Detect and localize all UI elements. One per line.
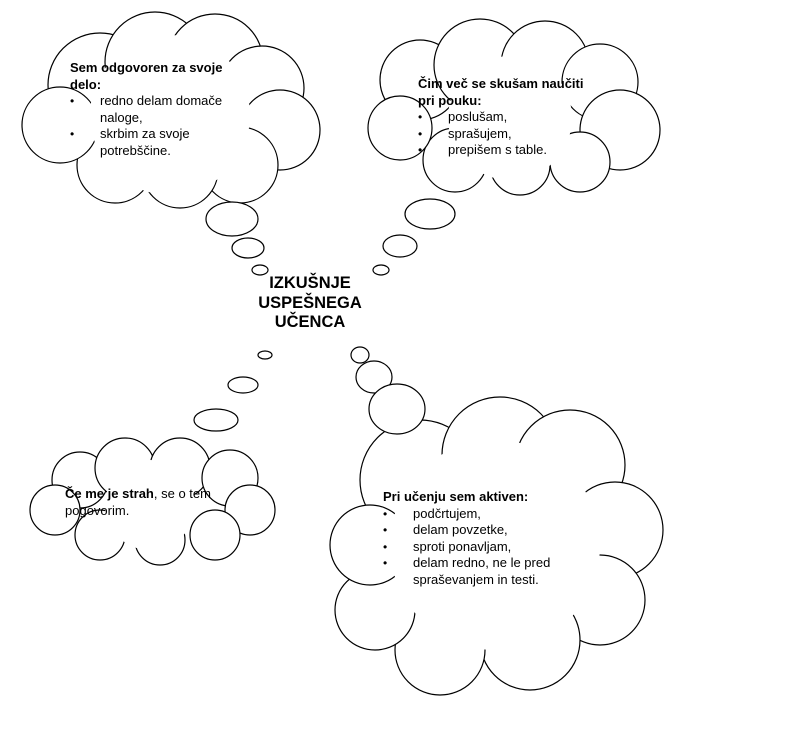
list-item: prepišem s table. bbox=[418, 142, 598, 159]
list-item: sproti ponavljam, bbox=[383, 539, 573, 556]
thought-bubble-trail-bottom-left bbox=[193, 350, 273, 432]
cloud-heading: Sem odgovoren za svoje delo: bbox=[70, 60, 223, 92]
center-title-line: UČENCA bbox=[274, 313, 346, 331]
cloud-top-right-text: Čim več se skušam naučiti pri pouku: pos… bbox=[418, 76, 598, 159]
center-title: IZKUŠNJE USPEŠNEGA UČENCA bbox=[240, 274, 380, 333]
list-item: sprašujem, bbox=[418, 126, 598, 143]
cloud-top-left-text: Sem odgovoren za svoje delo: redno delam… bbox=[70, 60, 235, 159]
cloud-bullet-list: redno delam domače naloge, skrbim za svo… bbox=[70, 93, 235, 159]
thought-bubble-trail-bottom-right bbox=[350, 346, 426, 435]
cloud-bottom-left-text: Če me je strah, se o tem pogovorim. bbox=[65, 486, 250, 519]
thought-bubble-trail-top-right bbox=[372, 198, 456, 276]
cloud-bold-phrase: Če me je strah bbox=[65, 486, 154, 501]
list-item: delam povzetke, bbox=[383, 522, 573, 539]
thought-cloud-bottom-left bbox=[29, 437, 276, 566]
center-title-line: USPEŠNEGA bbox=[258, 293, 362, 312]
cloud-bullet-list: podčrtujem, delam povzetke, sproti ponav… bbox=[383, 506, 573, 589]
list-item: delam redno, ne le pred spraševanjem in … bbox=[383, 555, 573, 588]
list-item: poslušam, bbox=[418, 109, 598, 126]
list-item: redno delam domače naloge, bbox=[70, 93, 235, 126]
cloud-heading: Pri učenju sem aktiven: bbox=[383, 489, 529, 504]
thought-bubble-trail-top-left bbox=[205, 201, 269, 276]
list-item: podčrtujem, bbox=[383, 506, 573, 523]
center-title-line: IZKUŠNJE bbox=[269, 274, 351, 292]
list-item: skrbim za svoje potrebščine. bbox=[70, 126, 235, 159]
cloud-heading: Čim več se skušam naučiti pri pouku: bbox=[418, 76, 584, 108]
cloud-bottom-right-text: Pri učenju sem aktiven: podčrtujem, dela… bbox=[383, 489, 573, 588]
cloud-text: , se o tem pogovorim. bbox=[65, 486, 211, 518]
cloud-bullet-list: poslušam, sprašujem, prepišem s table. bbox=[418, 109, 598, 159]
